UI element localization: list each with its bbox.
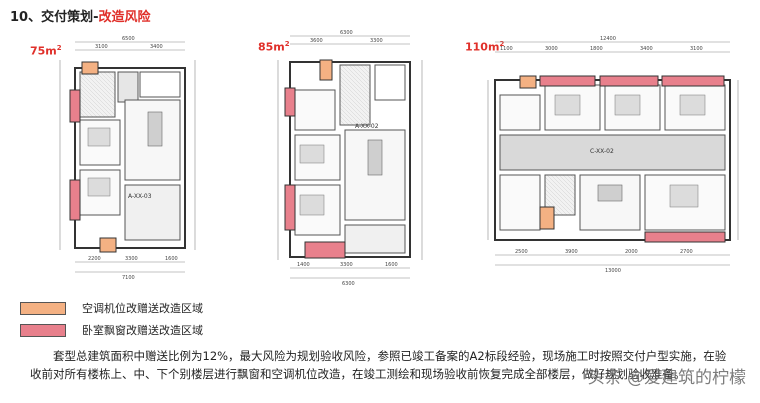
dim-bottom-total-85: 6300 — [342, 281, 355, 287]
dim-bottom-75-a: 2200 — [88, 256, 101, 262]
dim-bottom-110-c: 2000 — [625, 249, 638, 255]
dim-top-75-a: 3100 — [95, 44, 108, 50]
description-text: 套型总建筑面积中赠送比例为12%，最大风险为规划验收风险，参照已竣工备案的A2标… — [30, 349, 727, 381]
page-title: 10、交付策划-改造风险 — [10, 10, 151, 25]
dim-bottom-110-b: 3900 — [565, 249, 578, 255]
dim-bottom-total-75: 7100 — [122, 275, 135, 281]
unit-code-110: C-XX-02 — [590, 148, 614, 155]
legend-window-label: 卧室飘窗改赠送改造区域 — [82, 324, 203, 337]
dim-top-85-b: 3300 — [370, 38, 383, 44]
risk-label: 改造风险 — [98, 10, 151, 25]
unit-code-75: A-XX-03 — [128, 193, 152, 200]
legend-window-swatch — [20, 323, 66, 337]
floor-plan-85 — [277, 35, 423, 279]
floor-plan-110 — [487, 41, 739, 266]
legend-ac-label: 空调机位改赠送改造区域 — [82, 302, 203, 315]
dim-bottom-total-110: 13000 — [605, 268, 621, 274]
watermark: 头条 @爱建筑的柠檬 — [587, 368, 746, 388]
dim-top-total-85: 6300 — [340, 30, 353, 36]
dim-bottom-75-b: 3300 — [125, 256, 138, 262]
floor-plan-75 — [59, 41, 196, 273]
dim-bottom-75-c: 1600 — [165, 256, 178, 262]
dim-top-total-75: 6500 — [122, 36, 135, 42]
plan-area-75: 75m2 — [30, 44, 62, 58]
legend-window: 卧室飘窗改赠送改造区域 — [20, 322, 203, 338]
legend-ac-swatch — [20, 301, 66, 315]
plan-area-110: 110m2 — [465, 40, 505, 54]
unit-code-85: A-XX-02 — [355, 123, 379, 130]
dim-bottom-85-a: 1400 — [297, 262, 310, 268]
dim-top-110-d: 3400 — [640, 46, 653, 52]
dim-top-75-b: 3400 — [150, 44, 163, 50]
dim-top-total-110: 12400 — [600, 36, 616, 42]
plan-area-85: 85m2 — [258, 40, 290, 54]
dim-bottom-110-a: 2500 — [515, 249, 528, 255]
dim-bottom-110-d: 2700 — [680, 249, 693, 255]
dim-bottom-85-b: 3300 — [340, 262, 353, 268]
dim-bottom-85-c: 1600 — [385, 262, 398, 268]
dim-top-85-a: 3600 — [310, 38, 323, 44]
dim-top-110-b: 3000 — [545, 46, 558, 52]
legend-ac: 空调机位改赠送改造区域 — [20, 300, 203, 316]
dim-top-110-a: 1100 — [500, 46, 513, 52]
dim-top-110-c: 1800 — [590, 46, 603, 52]
floor-plans: 6500 3100 3400 2200 3300 1600 7100 6300 … — [59, 30, 739, 287]
dim-top-110-e: 3100 — [690, 46, 703, 52]
